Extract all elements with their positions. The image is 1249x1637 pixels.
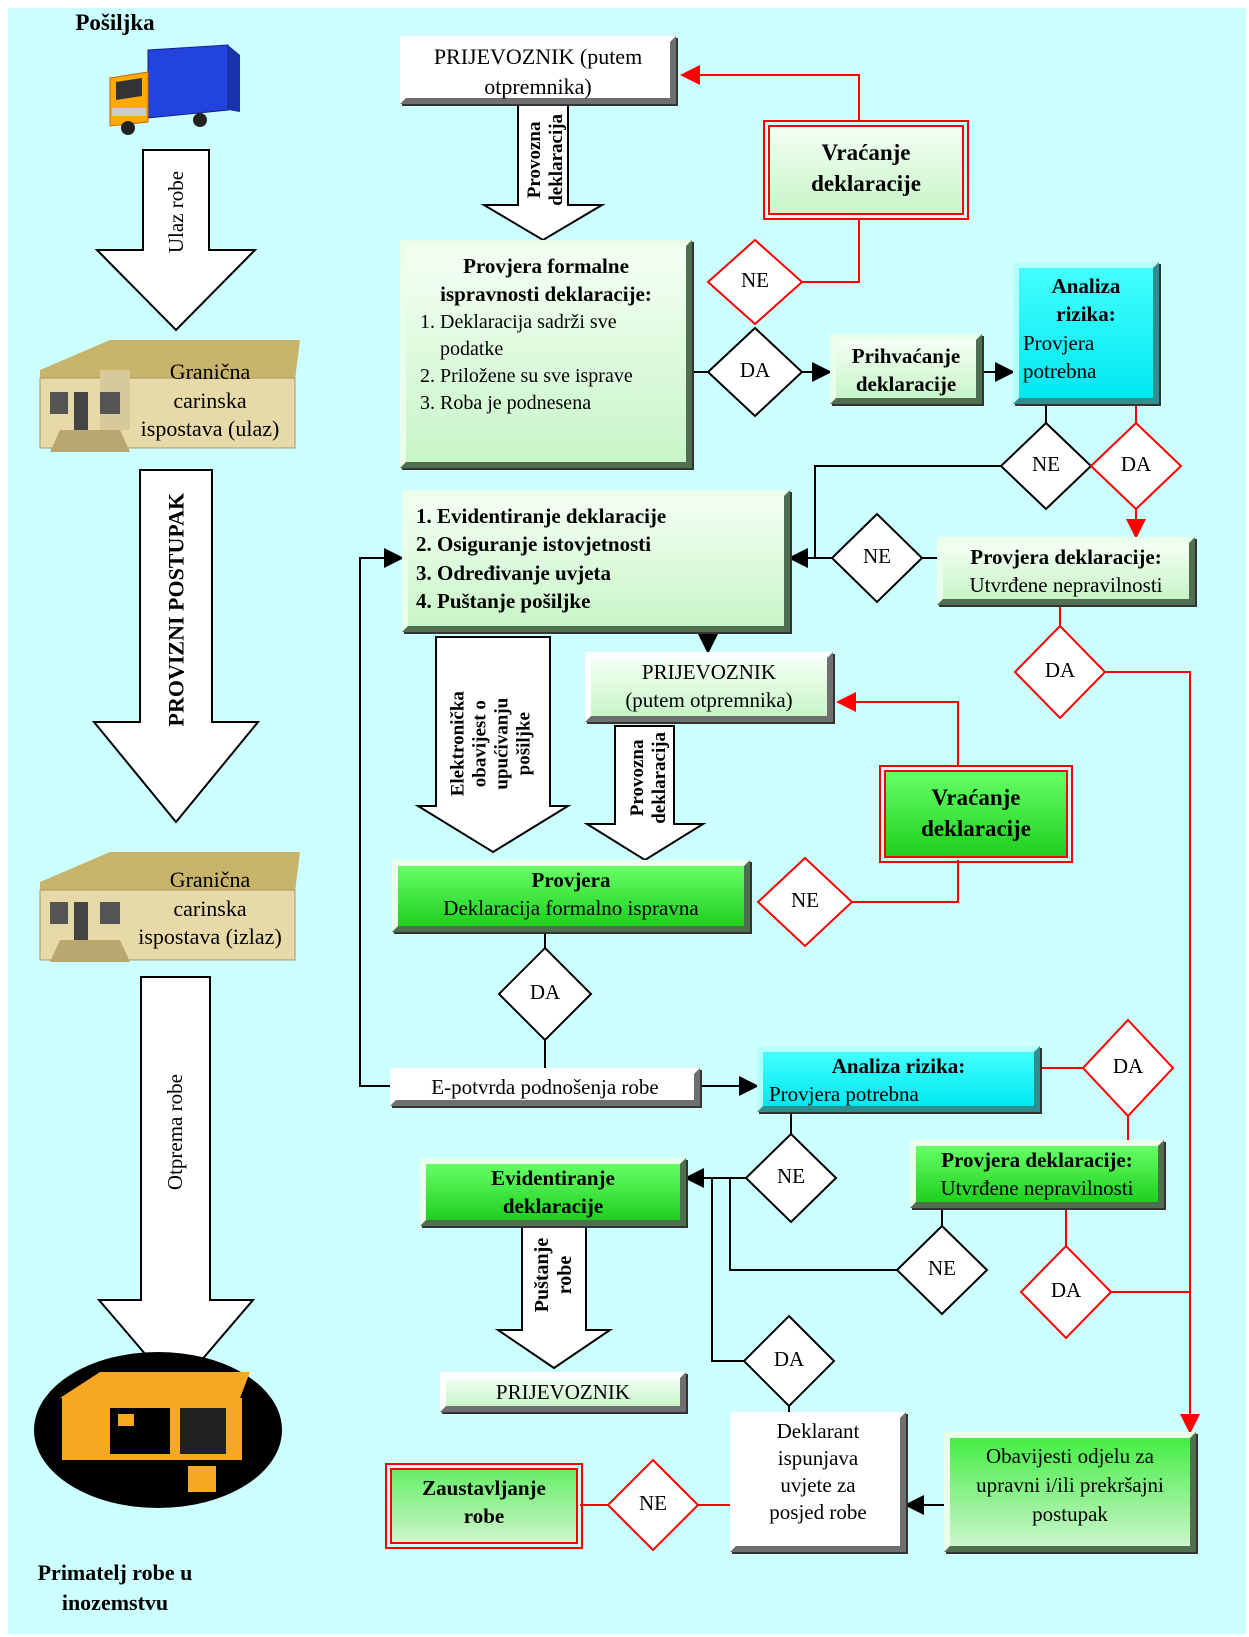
decision-ne-3-label: NE [863, 544, 891, 568]
arrow-electronic-notice [414, 636, 572, 854]
connector-ne6-to-record [729, 1178, 897, 1271]
customs-office-entry-icon [39, 340, 300, 452]
arrow-dispatch-label: Otprema robe [162, 1074, 187, 1191]
arrow-transit-decl-2 [583, 725, 707, 862]
truck-icon [109, 44, 240, 135]
decision-da-2-label: DA [1120, 452, 1152, 476]
decision-da-3 [1013, 624, 1107, 720]
steps-box: 1. Evidentiranje deklaracije 2. Osiguran… [402, 490, 790, 632]
connector-econfirm-loop [359, 548, 404, 1087]
decision-da-1-label: DA [739, 358, 771, 382]
decision-da-5-label: DA [1112, 1054, 1144, 1078]
arrow-transit [91, 469, 261, 824]
connector-da3-to-notify [1105, 671, 1200, 1434]
e-confirmation-box: E-potvrda podnošenja robe [390, 1068, 700, 1106]
risk-analysis-box-1: Analiza rizika: Provjera potrebna [1013, 262, 1159, 404]
decision-ne-4-label: NE [791, 888, 819, 912]
arrow-transit-label: PROVIZNI POSTUPAK [163, 492, 189, 727]
decision-ne-7 [606, 1458, 700, 1552]
decision-da-1 [706, 326, 804, 418]
decision-da-3-label: DA [1044, 658, 1076, 682]
risk-analysis-box-2: Analiza rizika: Provjera potrebna [757, 1046, 1040, 1112]
carrier-box-3: PRIJEVOZNIK [440, 1372, 686, 1412]
formal-check-box-2: Provjera Deklaracija formalno ispravna [392, 860, 750, 932]
connector-ne4-to-return2 [852, 860, 959, 903]
decision-ne-5 [744, 1132, 838, 1224]
decision-ne-6 [895, 1224, 989, 1316]
arrow-dispatch [96, 976, 256, 1392]
connector-return2-to-carrier2 [836, 692, 959, 767]
decision-ne-2 [999, 421, 1093, 511]
decision-ne-2-label: NE [1032, 452, 1060, 476]
decision-ne-4 [756, 856, 854, 948]
connector-da7-to-record [711, 1178, 744, 1362]
arrow-entry [94, 149, 258, 332]
warehouse-icon [34, 1352, 282, 1508]
decision-da-4-label: DA [529, 980, 561, 1004]
carrier-box-2: PRIJEVOZNIK(putem otpremnika) [585, 652, 833, 722]
arrow-entry-label: Ulaz robe [163, 170, 188, 254]
decision-da-6-label: DA [1050, 1278, 1082, 1302]
decision-ne-6-label: NE [928, 1256, 956, 1280]
customs-office-exit-icon [39, 852, 300, 962]
connector-return1-to-carrier1 [680, 65, 860, 122]
decision-ne-7-label: NE [639, 1491, 667, 1515]
declaration-check-box-1: Provjera deklaracije: Utvrđene nepraviln… [937, 537, 1195, 605]
connector-ne1-to-return1 [802, 218, 860, 283]
declaration-check-box-2: Provjera deklaracije: Utvrđene nepraviln… [910, 1140, 1164, 1208]
arrow-release [494, 1221, 614, 1370]
formal-check-box: Provjera formalne ispravnosti deklaracij… [400, 240, 692, 468]
decision-da-6 [1019, 1244, 1113, 1340]
decision-ne-1-label: NE [741, 268, 769, 292]
arrow-transit-decl-1 [480, 101, 606, 242]
decision-da-7-label: DA [773, 1347, 805, 1371]
decision-ne-3 [830, 512, 924, 604]
decision-ne-1 [706, 238, 804, 326]
shipment-title: Pošiljka [75, 10, 155, 35]
decision-ne-5-label: NE [777, 1164, 805, 1188]
